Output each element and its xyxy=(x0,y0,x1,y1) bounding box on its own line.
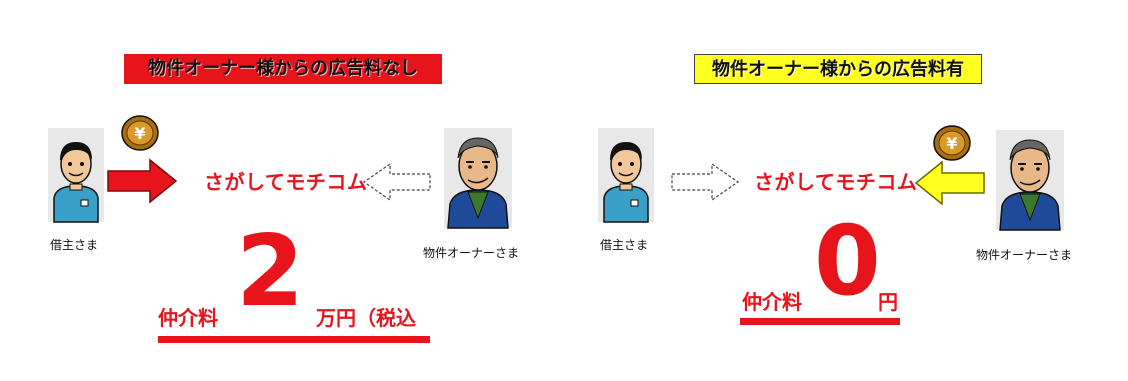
tenant-caption: 借主さま xyxy=(50,238,99,252)
fee-underline xyxy=(158,336,430,343)
owner-illustration xyxy=(996,130,1064,231)
tenant-illustration xyxy=(48,128,104,223)
fee-unit: 万円（税込 xyxy=(316,306,416,330)
owner-caption: 物件オーナーさま xyxy=(976,248,1073,262)
tenant-illustration xyxy=(598,128,654,223)
fee-underline xyxy=(740,318,900,325)
owner-caption: 物件オーナーさま xyxy=(423,246,520,260)
brand-name: さがしてモチコム xyxy=(754,170,918,194)
fee-label: 仲介料 xyxy=(158,306,218,330)
yen-coin-icon: ¥ xyxy=(121,115,159,151)
owner-illustration xyxy=(444,128,512,229)
panel-with-ad-fee: 物件オーナー様からの広告料有 借主さま さがしてモチコム ¥ xyxy=(564,0,1128,381)
svg-text:¥: ¥ xyxy=(946,134,957,153)
arrow-left-filled-icon xyxy=(914,160,985,206)
fee-value: 0 xyxy=(814,205,881,317)
yen-coin-icon: ¥ xyxy=(933,125,971,161)
banner-no-ad-fee: 物件オーナー様からの広告料なし xyxy=(124,54,442,84)
brand-name: さがしてモチコム xyxy=(204,170,368,194)
arrow-right-outline-icon xyxy=(671,162,740,202)
fee-value: 2 xyxy=(236,215,305,329)
fee-unit: 円 xyxy=(878,290,898,314)
panel-no-ad-fee: 物件オーナー様からの広告料なし 借主さま ¥ さがしてモチコム xyxy=(48,54,520,343)
svg-text:¥: ¥ xyxy=(134,124,145,143)
tenant-caption: 借主さま xyxy=(600,238,649,252)
fee-label: 仲介料 xyxy=(742,290,802,314)
arrow-left-outline-icon xyxy=(362,162,431,202)
arrow-right-filled-icon xyxy=(107,158,178,204)
banner-with-ad-fee: 物件オーナー様からの広告料有 xyxy=(694,54,982,84)
